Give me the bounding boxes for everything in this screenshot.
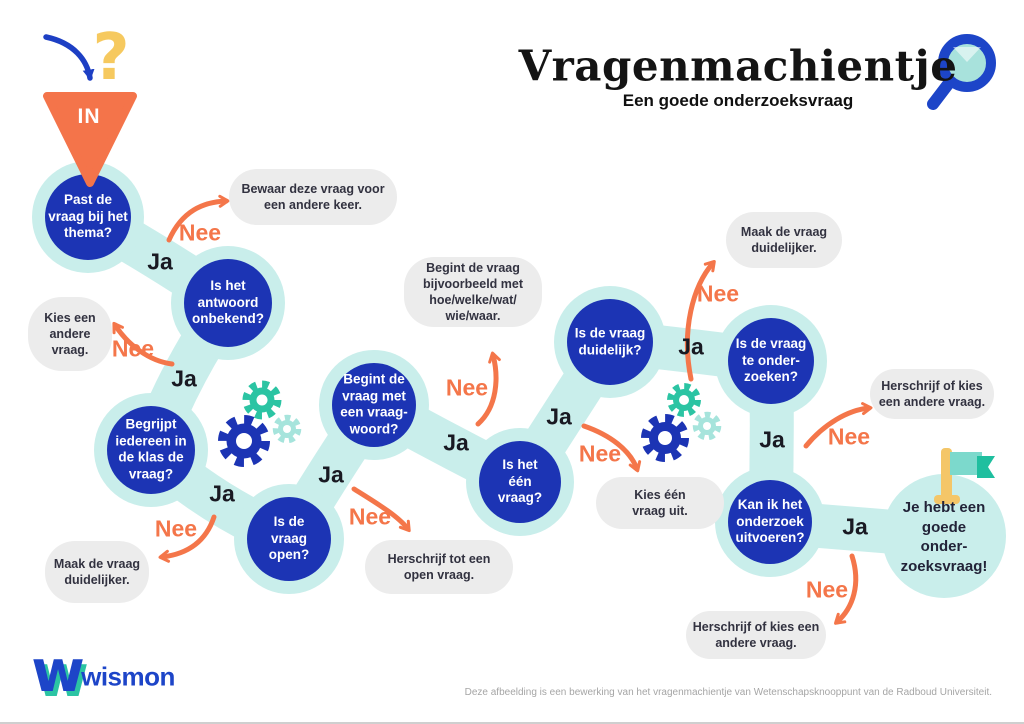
hint-bubble-choose-other-question: Kies een andere vraag.	[28, 297, 112, 371]
ja-label-5: Ja	[443, 429, 469, 456]
hint-bubble-rewrite-open: Herschrijf tot een open vraag.	[365, 540, 513, 594]
funnel-in-label: IN	[77, 105, 101, 128]
logo-mark-teal: w	[35, 653, 89, 699]
intro-arrow-icon	[43, 34, 95, 81]
ja-label-4: Ja	[318, 461, 344, 488]
question-mark-icon: ?	[92, 21, 130, 95]
flag-icon	[934, 448, 995, 504]
nee-label-4: Nee	[348, 503, 392, 530]
node-question-word: Begint de vraag met een vraag- woord?	[340, 371, 408, 437]
hint-bubble-pick-one-question: Kies één vraag uit.	[596, 477, 724, 529]
ja-label-7: Ja	[678, 333, 704, 360]
hint-bubble-question-word-examples: Begint de vraag bijvoorbeeld met hoe/wel…	[404, 257, 542, 327]
nee-label-3: Nee	[154, 515, 198, 542]
nee-label-6: Nee	[578, 440, 622, 467]
node-researchable: Is de vraag te onder- zoeken?	[735, 335, 807, 385]
nee-label-5: Nee	[445, 374, 489, 401]
final-node-circle	[882, 474, 1006, 598]
node-fits-theme: Past de vraag bij het thema?	[48, 191, 128, 241]
page-subtitle: Een goede onderzoeksvraag	[622, 91, 854, 110]
nee-label-2: Nee	[111, 335, 155, 362]
nee-label-9: Nee	[805, 576, 849, 603]
node-open-question: Is de vraag open?	[268, 513, 310, 563]
credit-text: Deze afbeelding is een bewerking van het…	[464, 687, 992, 698]
bottom-edge-line	[0, 722, 1024, 724]
hint-bubble-clarify-question-top: Maak de vraag duidelijker.	[726, 212, 842, 268]
logo-mark-blue: w	[31, 653, 85, 699]
node-answer-unknown: Is het antwoord onbekend?	[191, 277, 265, 327]
node-final-good-question: Je hebt een goede onder- zoeksvraag!	[900, 499, 988, 575]
nee-label-8: Nee	[827, 423, 871, 450]
question-circles	[45, 174, 814, 581]
nee-arrows	[112, 194, 873, 625]
page-title: Vragenmachientje	[518, 41, 958, 91]
hint-bubble-keep-question: Bewaar deze vraag voor een andere keer.	[229, 169, 397, 225]
hint-bubble-rewrite-or-choose-bottom: Herschrijf of kies een andere vraag.	[686, 611, 826, 659]
magnifier-icon	[927, 34, 996, 110]
node-question-clear: Is de vraag duidelijk?	[574, 325, 646, 357]
funnel-icon	[43, 92, 137, 187]
nee-label-1: Nee	[178, 219, 222, 246]
ja-label-3: Ja	[209, 480, 235, 507]
ja-label-6: Ja	[546, 403, 572, 430]
hint-bubble-rewrite-or-choose-right: Herschrijf of kies een andere vraag.	[870, 369, 994, 419]
wismon-logo-mark: w w	[31, 653, 89, 699]
ja-label-2: Ja	[171, 365, 197, 392]
gears-icon-right	[641, 383, 722, 462]
node-single-question: Is het één vraag?	[497, 456, 543, 506]
hint-bubble-clarify-question-left: Maak de vraag duidelijker.	[45, 541, 149, 603]
ja-label-1: Ja	[147, 248, 173, 275]
nee-label-7: Nee	[696, 280, 740, 307]
node-class-understands: Begrijpt iedereen in de klas de vraag?	[115, 416, 187, 482]
node-can-execute: Kan ik het onderzoek uitvoeren?	[735, 496, 805, 546]
ja-label-9: Ja	[842, 513, 868, 540]
ja-label-8: Ja	[759, 426, 785, 453]
gears-icon-left	[218, 380, 302, 467]
wismon-logo-text: wismon	[81, 661, 175, 692]
